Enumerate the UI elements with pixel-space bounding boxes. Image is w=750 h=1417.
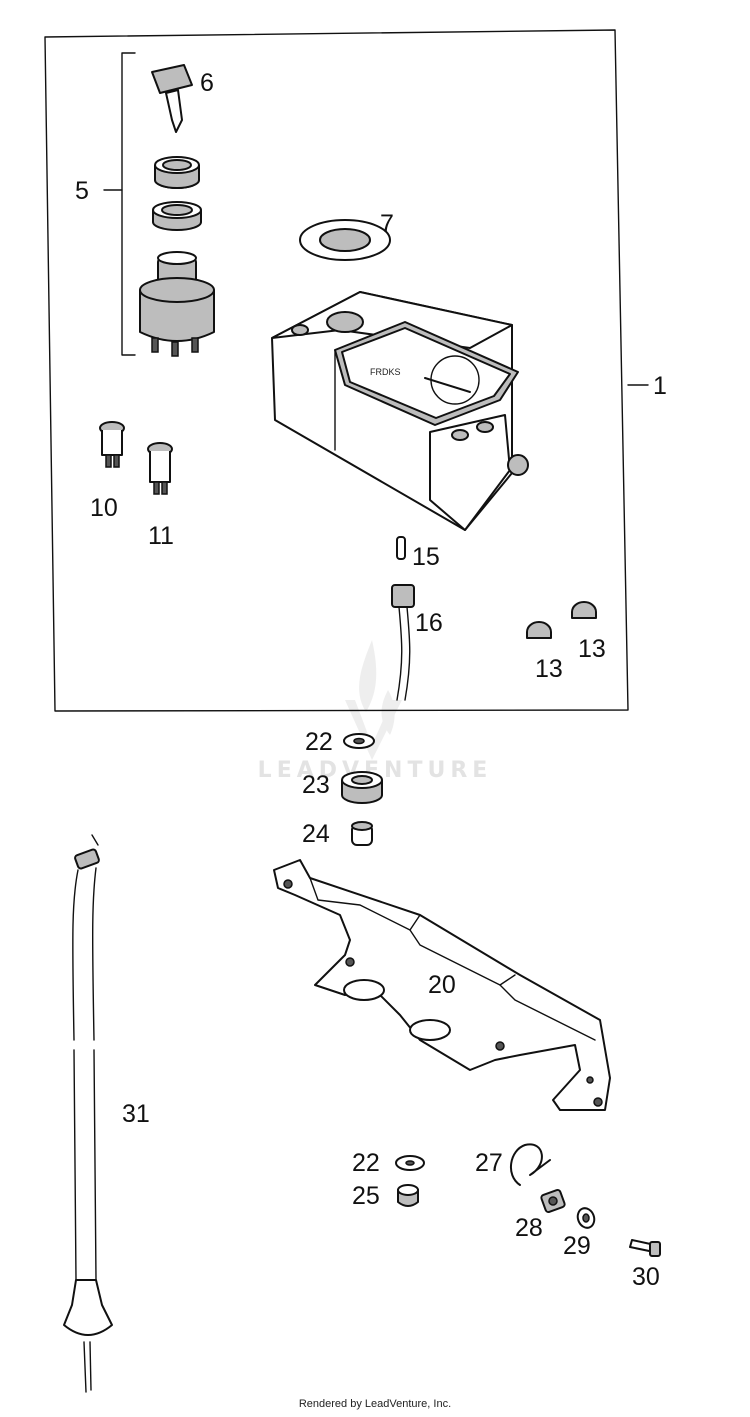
assembly-box bbox=[44, 29, 649, 712]
callout-16: 16 bbox=[415, 609, 443, 637]
callout-29: 29 bbox=[563, 1232, 591, 1260]
mounting-bracket bbox=[273, 859, 611, 1111]
footer-credit: Rendered by LeadVenture, Inc. bbox=[298, 1398, 452, 1410]
washer-29 bbox=[576, 1207, 596, 1229]
callout-13b: 13 bbox=[578, 635, 606, 663]
callout-23: 23 bbox=[302, 771, 330, 799]
plug-13b bbox=[571, 601, 597, 619]
collar-24 bbox=[351, 821, 373, 846]
bulb bbox=[396, 536, 406, 560]
bolt-30 bbox=[629, 1239, 661, 1257]
callout-24: 24 bbox=[302, 820, 330, 848]
watermark-logo bbox=[345, 640, 402, 760]
callout-15: 15 bbox=[412, 543, 440, 571]
callout-22-upper: 22 bbox=[305, 728, 333, 756]
speedometer-cable bbox=[63, 834, 113, 1393]
grommet-23 bbox=[341, 771, 383, 804]
callout-25: 25 bbox=[352, 1182, 380, 1210]
cable-fitting bbox=[391, 584, 415, 701]
callout-28: 28 bbox=[515, 1214, 543, 1242]
callout-10: 10 bbox=[90, 494, 118, 522]
nut-25 bbox=[397, 1184, 419, 1207]
svg-text:FRDKS: FRDKS bbox=[370, 367, 401, 377]
callout-22-lower: 22 bbox=[352, 1149, 380, 1177]
plug-13a bbox=[526, 621, 552, 639]
callout-11: 11 bbox=[148, 522, 174, 550]
gasket bbox=[299, 219, 391, 261]
nut-28 bbox=[540, 1188, 566, 1214]
callout-7: 7 bbox=[380, 210, 394, 238]
callout-20: 20 bbox=[428, 971, 456, 999]
washer-22-lower bbox=[395, 1155, 425, 1171]
ignition-switch bbox=[139, 251, 215, 357]
callout-6: 6 bbox=[200, 69, 214, 97]
lamp-socket-11 bbox=[147, 442, 173, 495]
callout-27: 27 bbox=[475, 1149, 503, 1177]
key-part bbox=[151, 64, 193, 133]
callout-5: 5 bbox=[75, 177, 89, 205]
instrument-panel: FRDKS bbox=[271, 291, 529, 531]
ignition-nut bbox=[154, 156, 200, 189]
callout-31: 31 bbox=[122, 1100, 150, 1128]
clip-27 bbox=[510, 1143, 551, 1186]
washer-22-upper bbox=[343, 733, 375, 749]
lamp-socket-10 bbox=[99, 421, 125, 468]
callout-1: 1 bbox=[653, 372, 667, 400]
callout-30: 30 bbox=[632, 1263, 660, 1291]
ignition-washer bbox=[152, 201, 202, 231]
bracket-item-5 bbox=[103, 52, 136, 356]
callout-13a: 13 bbox=[535, 655, 563, 683]
